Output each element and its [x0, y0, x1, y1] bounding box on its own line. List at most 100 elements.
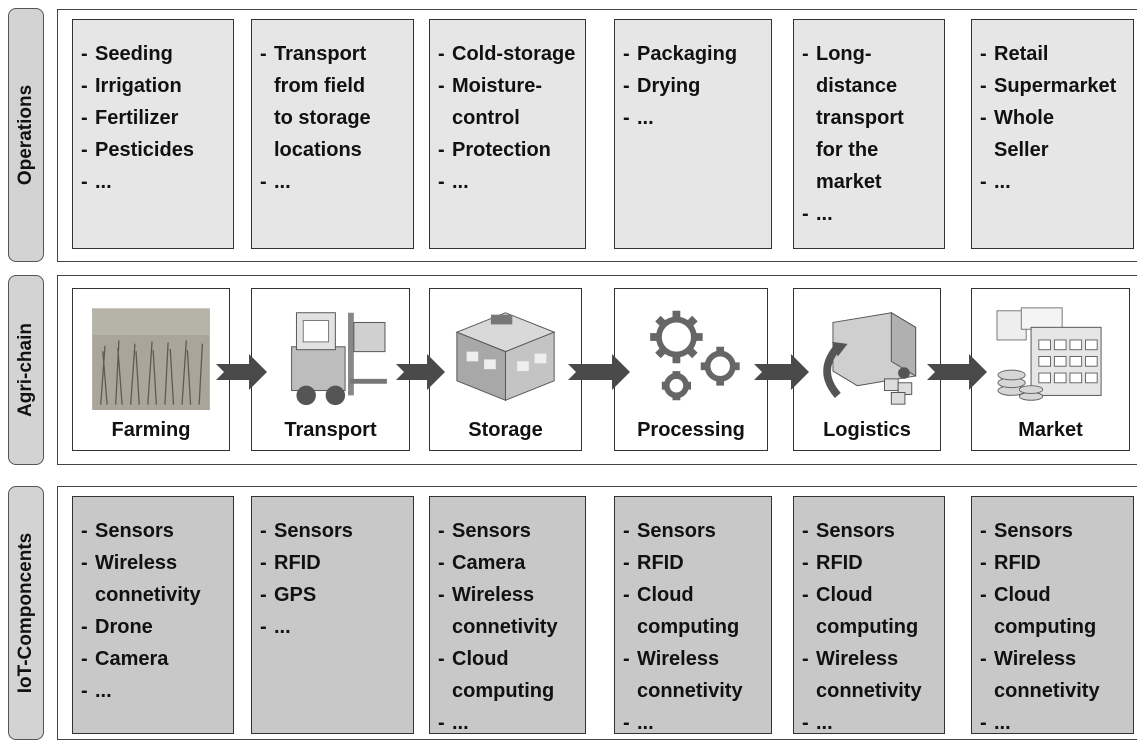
iot-item-text: connetivity [637, 680, 743, 702]
iot-item: connetivity [438, 611, 585, 643]
operation-item: - Drying [623, 75, 701, 97]
iot-item-text: Wireless [452, 584, 535, 606]
iot-item: - Camera [81, 648, 169, 670]
operation-item-text: Whole [994, 107, 1054, 129]
iot-item: - Drone [81, 616, 153, 638]
operation-item: to storage [260, 102, 413, 134]
operation-item: - Transport [260, 43, 367, 65]
iot-item: - ... [802, 712, 833, 734]
iot-item: - Wireless [438, 584, 535, 606]
iot-item: - Wireless [980, 648, 1077, 670]
operation-item: - ... [980, 171, 1011, 193]
warehouse-icon [455, 312, 556, 401]
operations-row-label: Operations [8, 8, 44, 262]
iot-item-text: ... [637, 712, 654, 734]
iot-item-text: Cloud [994, 584, 1051, 606]
iot-item: - Wireless [81, 552, 178, 574]
iot-item-text: Cloud [637, 584, 694, 606]
operation-item-text: Packaging [637, 43, 738, 65]
operation-box-3: - Cold-storage- Moisture-control- Protec… [429, 19, 586, 249]
iot-item-text: computing [994, 616, 1097, 638]
iot-item-text: RFID [637, 552, 684, 574]
iot-item-text: computing [452, 680, 555, 702]
operation-item-text: ... [274, 171, 291, 193]
iot-item-text: computing [637, 616, 740, 638]
operation-item: - Seeding [81, 43, 173, 65]
iot-item-text: ... [994, 712, 1011, 734]
iot-item-text: Wireless [816, 648, 899, 670]
iot-item-text: RFID [816, 552, 863, 574]
operation-item: - Moisture- [438, 75, 542, 97]
forklift-icon [291, 312, 387, 406]
operation-item: - Long- [802, 43, 872, 65]
iot-item: - Wireless [802, 648, 899, 670]
chain-step-farming: Farming [72, 288, 230, 451]
operation-item-text: from field [274, 75, 366, 97]
chain-step-label: Processing [637, 419, 745, 441]
iot-item-text: Cloud [816, 584, 873, 606]
iot-item: - ... [438, 712, 469, 734]
iot-item: - Sensors [260, 520, 353, 542]
iot-item: - ... [623, 712, 654, 734]
operation-item-text: transport [816, 107, 904, 129]
operation-item: transport [802, 102, 944, 134]
operation-item: for the [802, 134, 944, 166]
operation-item-text: Moisture- [452, 75, 542, 97]
iot-item: - Sensors [623, 520, 716, 542]
operation-item: - ... [260, 171, 291, 193]
iot-item-text: Sensors [452, 520, 531, 542]
iot-item: - Cloud [438, 648, 509, 670]
iot-item: - Cloud [802, 584, 873, 606]
operation-item: - Fertilizer [81, 107, 179, 129]
chain-step-market: Market [971, 288, 1130, 451]
chain-step-transport: Transport [251, 288, 410, 451]
chain-step-label: Farming [111, 419, 191, 441]
iot-item-text: connetivity [452, 616, 558, 638]
iot-item: - Cloud [623, 584, 694, 606]
operation-item-text: Retail [994, 43, 1049, 65]
iot-item: connetivity [81, 579, 233, 611]
iot-box-2: - Sensors- RFID- GPS- ... [251, 496, 414, 734]
iot-item-text: Camera [452, 552, 526, 574]
iot-item: connetivity [802, 675, 944, 707]
operation-item-text: market [816, 171, 882, 193]
iot-item: computing [980, 611, 1133, 643]
iot-item: - RFID [260, 552, 321, 574]
iot-item-text: Sensors [637, 520, 716, 542]
field-icon [92, 308, 210, 410]
iot-item-text: RFID [274, 552, 321, 574]
chain-step-label: Market [1018, 419, 1083, 441]
operation-item-text: for the [816, 139, 879, 161]
operation-item: - Packaging [623, 43, 738, 65]
operation-item: - Retail [980, 43, 1049, 65]
operation-item: distance [802, 70, 944, 102]
chain-step-label: Transport [284, 419, 377, 441]
operation-item-text: Supermarket [994, 75, 1117, 97]
iot-item-text: Sensors [274, 520, 353, 542]
iot-label-text: IoT-Componcents [15, 532, 36, 694]
flow-arrow-icon [927, 354, 987, 390]
operation-box-1: - Seeding- Irrigation- Fertilizer- Pesti… [72, 19, 234, 249]
operation-item: - ... [438, 171, 469, 193]
iot-item-text: connetivity [816, 680, 922, 702]
iot-row-label: IoT-Componcents [8, 486, 44, 740]
operation-item-text: Cold-storage [452, 43, 576, 65]
iot-item-text: Sensors [95, 520, 174, 542]
flow-arrow-icon [396, 354, 445, 390]
operation-item-text: Protection [452, 139, 551, 161]
operation-item-text: to storage [274, 107, 371, 129]
operation-item: - ... [623, 107, 654, 129]
operation-item-text: ... [637, 107, 654, 129]
iot-item: - Camera [438, 552, 526, 574]
operation-item: - Protection [438, 139, 551, 161]
chain-step-label: Logistics [823, 419, 911, 441]
iot-item: - Sensors [438, 520, 531, 542]
operation-item-text: distance [816, 75, 898, 97]
operation-item-text: ... [994, 171, 1011, 193]
iot-item-text: GPS [274, 584, 317, 606]
iot-item-text: connetivity [994, 680, 1100, 702]
